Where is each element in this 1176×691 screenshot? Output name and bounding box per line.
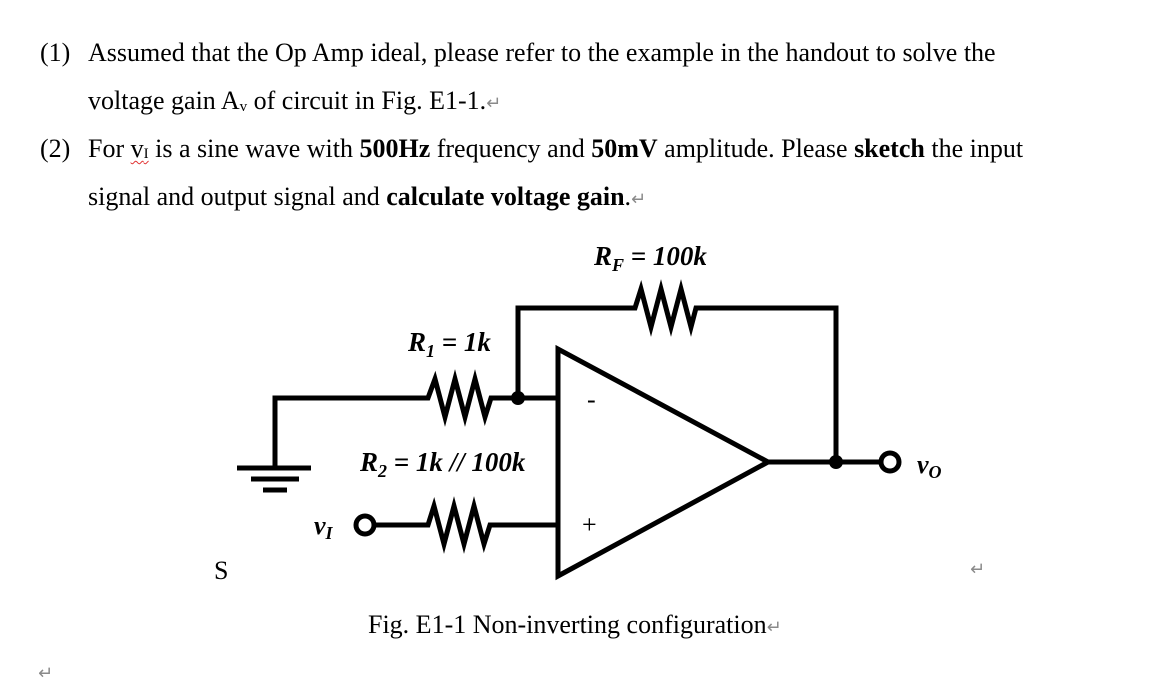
gain-subscript: v	[239, 99, 248, 115]
paragraph-mark-icon: ↵	[38, 663, 54, 684]
q2-text-b: is a sine wave with	[148, 134, 360, 163]
figure-caption-text: Fig. E1-1 Non-inverting configuration	[368, 610, 767, 639]
q2-sketch: sketch	[854, 134, 925, 163]
q2-text-d: amplitude. Please	[657, 134, 855, 163]
figure-caption: Fig. E1-1 Non-inverting configuration↵	[368, 610, 782, 640]
noninverting-input-sign: +	[582, 510, 597, 539]
stray-letter: S	[214, 556, 229, 585]
question-1-number: (1)	[40, 38, 71, 67]
vo-label: vO	[917, 450, 942, 482]
node-dot-output	[829, 455, 843, 469]
q2-text-g: .	[624, 182, 632, 211]
q2-text-e: the input	[924, 134, 1024, 163]
paragraph-mark-icon: ↵	[970, 559, 986, 580]
question-2-line-2: signal and output signal and calculate v…	[88, 173, 646, 224]
output-terminal	[878, 450, 902, 474]
question-1-line-1: Assumed that the Op Amp ideal, please re…	[88, 29, 996, 77]
question-1-line-2: voltage gain Av of circuit in Fig. E1-1.…	[88, 77, 501, 131]
feedback-wire-left	[515, 305, 632, 398]
r1-label: R1 = 1k	[407, 327, 491, 361]
q2-text-f: signal and output signal and	[88, 182, 387, 211]
q2-calculate-gain: calculate voltage gain	[386, 182, 625, 211]
resistor-r1	[405, 369, 558, 427]
ground-wire	[272, 395, 405, 468]
node-dot-inverting	[511, 391, 525, 405]
question-2-number: (2)	[40, 134, 71, 163]
q2-amplitude: 50mV	[591, 134, 658, 163]
question-2-line-1: For vI is a sine wave with 500Hz frequen…	[88, 125, 1023, 178]
paragraph-mark-icon: ↵	[631, 189, 647, 210]
paragraph-mark-icon: ↵	[486, 93, 502, 114]
question-1-text-a: voltage gain A	[88, 86, 240, 115]
resistor-r2	[374, 496, 558, 554]
q2-frequency: 500Hz	[359, 134, 431, 163]
question-2: (2)	[40, 125, 70, 173]
r2-label: R2 = 1k // 100k	[359, 447, 526, 481]
resistor-rf	[632, 279, 839, 462]
paragraph-mark-icon: ↵	[766, 617, 782, 638]
rf-label: RF = 100k	[593, 241, 707, 275]
q2-text-a: For	[88, 134, 131, 163]
vi-var: v	[130, 134, 144, 163]
question-1-text-b: of circuit in Fig. E1-1.	[247, 86, 487, 115]
question-1-text: Assumed that the Op Amp ideal, please re…	[88, 38, 996, 67]
spellcheck-flagged-vi[interactable]: vI	[131, 134, 149, 163]
input-terminal	[353, 513, 377, 537]
inverting-input-sign: -	[587, 385, 596, 414]
vi-sub: I	[143, 146, 149, 162]
question-1: (1)	[40, 29, 70, 77]
vi-label: vI	[314, 511, 334, 543]
q2-text-c: frequency and	[430, 134, 592, 163]
op-amp-triangle	[555, 344, 774, 581]
